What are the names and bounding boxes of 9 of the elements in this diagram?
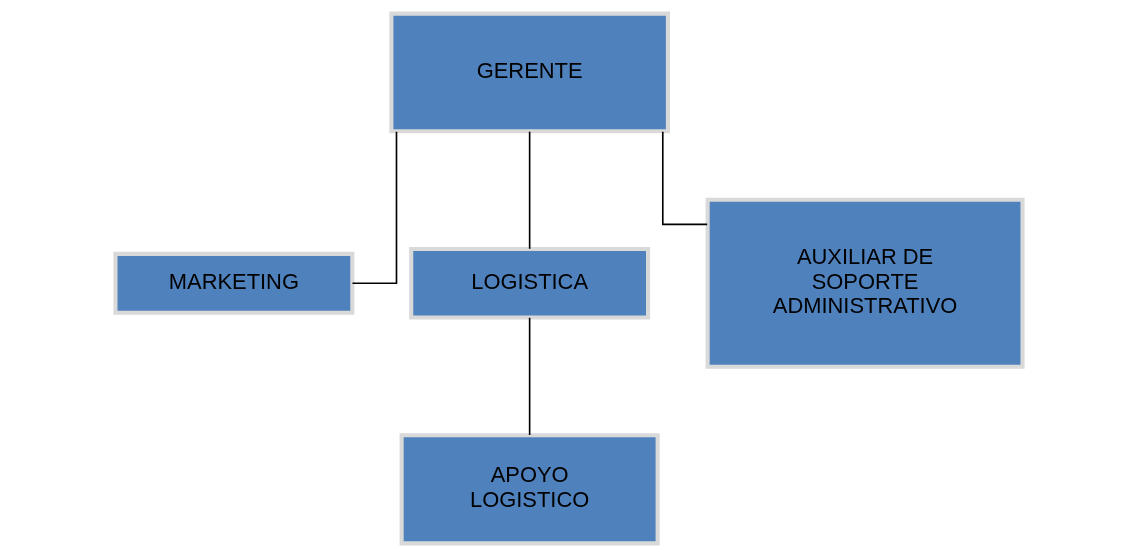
connector: [661, 130, 708, 226]
connector: [528, 316, 531, 436]
connector: [528, 130, 531, 250]
node-box: GERENTE: [389, 11, 670, 134]
node-box: AUXILIAR DE SOPORTE ADMINISTRATIVO: [705, 197, 1025, 369]
node-box: APOYO LOGISTICO: [399, 433, 660, 546]
connector: [351, 130, 398, 285]
node-box: LOGISTICA: [409, 247, 651, 320]
node-box: MARKETING: [113, 251, 355, 315]
